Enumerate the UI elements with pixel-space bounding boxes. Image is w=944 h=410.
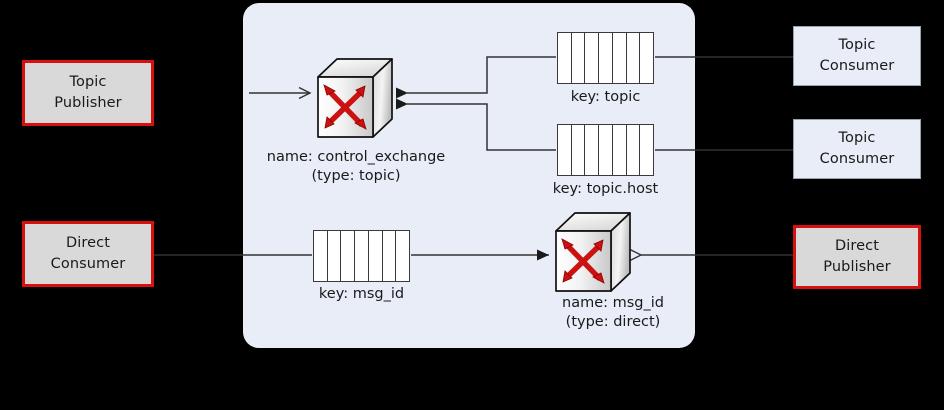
queue-cell [369, 231, 383, 281]
queue-cell [627, 125, 641, 175]
control-exchange-name: name: control_exchange [266, 149, 446, 165]
queue-topic-host-label: key: topic.host [552, 181, 659, 197]
queue-topic-label: key: topic [570, 89, 641, 105]
queue-topic[interactable] [557, 32, 654, 84]
queue-msg-id[interactable] [313, 230, 410, 282]
queue-cell [627, 33, 641, 83]
topic-publisher-box[interactable]: Topic Publisher [22, 60, 154, 126]
exchange-cube-icon[interactable] [551, 209, 635, 299]
queue-cell [341, 231, 356, 281]
queue-cell [383, 231, 397, 281]
msg-id-exchange-caption: name: msg_id (type: direct) [523, 294, 703, 333]
direct-consumer-label: Direct Consumer [50, 235, 126, 272]
queue-topic-host[interactable] [557, 124, 654, 176]
topic-consumer-1-label: Topic Consumer [819, 37, 895, 74]
queue-cell [572, 125, 586, 175]
queue-cell [355, 231, 369, 281]
control-exchange-caption: name: control_exchange (type: topic) [256, 148, 456, 187]
queue-cell [640, 125, 653, 175]
topic-publisher-label: Topic Publisher [54, 74, 122, 111]
direct-publisher-box[interactable]: Direct Publisher [793, 225, 921, 289]
queue-cell [585, 33, 600, 83]
queue-cell [558, 125, 572, 175]
direct-publisher-label: Direct Publisher [823, 238, 891, 275]
control-exchange-type: (type: topic) [311, 168, 401, 185]
msg-id-exchange-name: name: msg_id [562, 295, 664, 311]
queue-cell [599, 125, 613, 175]
queue-msg-id-label: key: msg_id [318, 286, 405, 302]
queue-cell [613, 125, 627, 175]
queue-cell [396, 231, 409, 281]
queue-cell [328, 231, 342, 281]
exchange-cube-icon[interactable] [313, 55, 397, 145]
msg-id-exchange-type: (type: direct) [565, 314, 661, 331]
queue-cell [585, 125, 600, 175]
topic-consumer-2-label: Topic Consumer [819, 130, 895, 167]
queue-cell [640, 33, 653, 83]
queue-cell [558, 33, 572, 83]
queue-cell [314, 231, 328, 281]
topic-consumer-1-box[interactable]: Topic Consumer [793, 26, 921, 86]
topic-consumer-2-box[interactable]: Topic Consumer [793, 119, 921, 179]
queue-cell [613, 33, 627, 83]
queue-cell [572, 33, 586, 83]
direct-consumer-box[interactable]: Direct Consumer [22, 221, 154, 287]
queue-cell [599, 33, 613, 83]
